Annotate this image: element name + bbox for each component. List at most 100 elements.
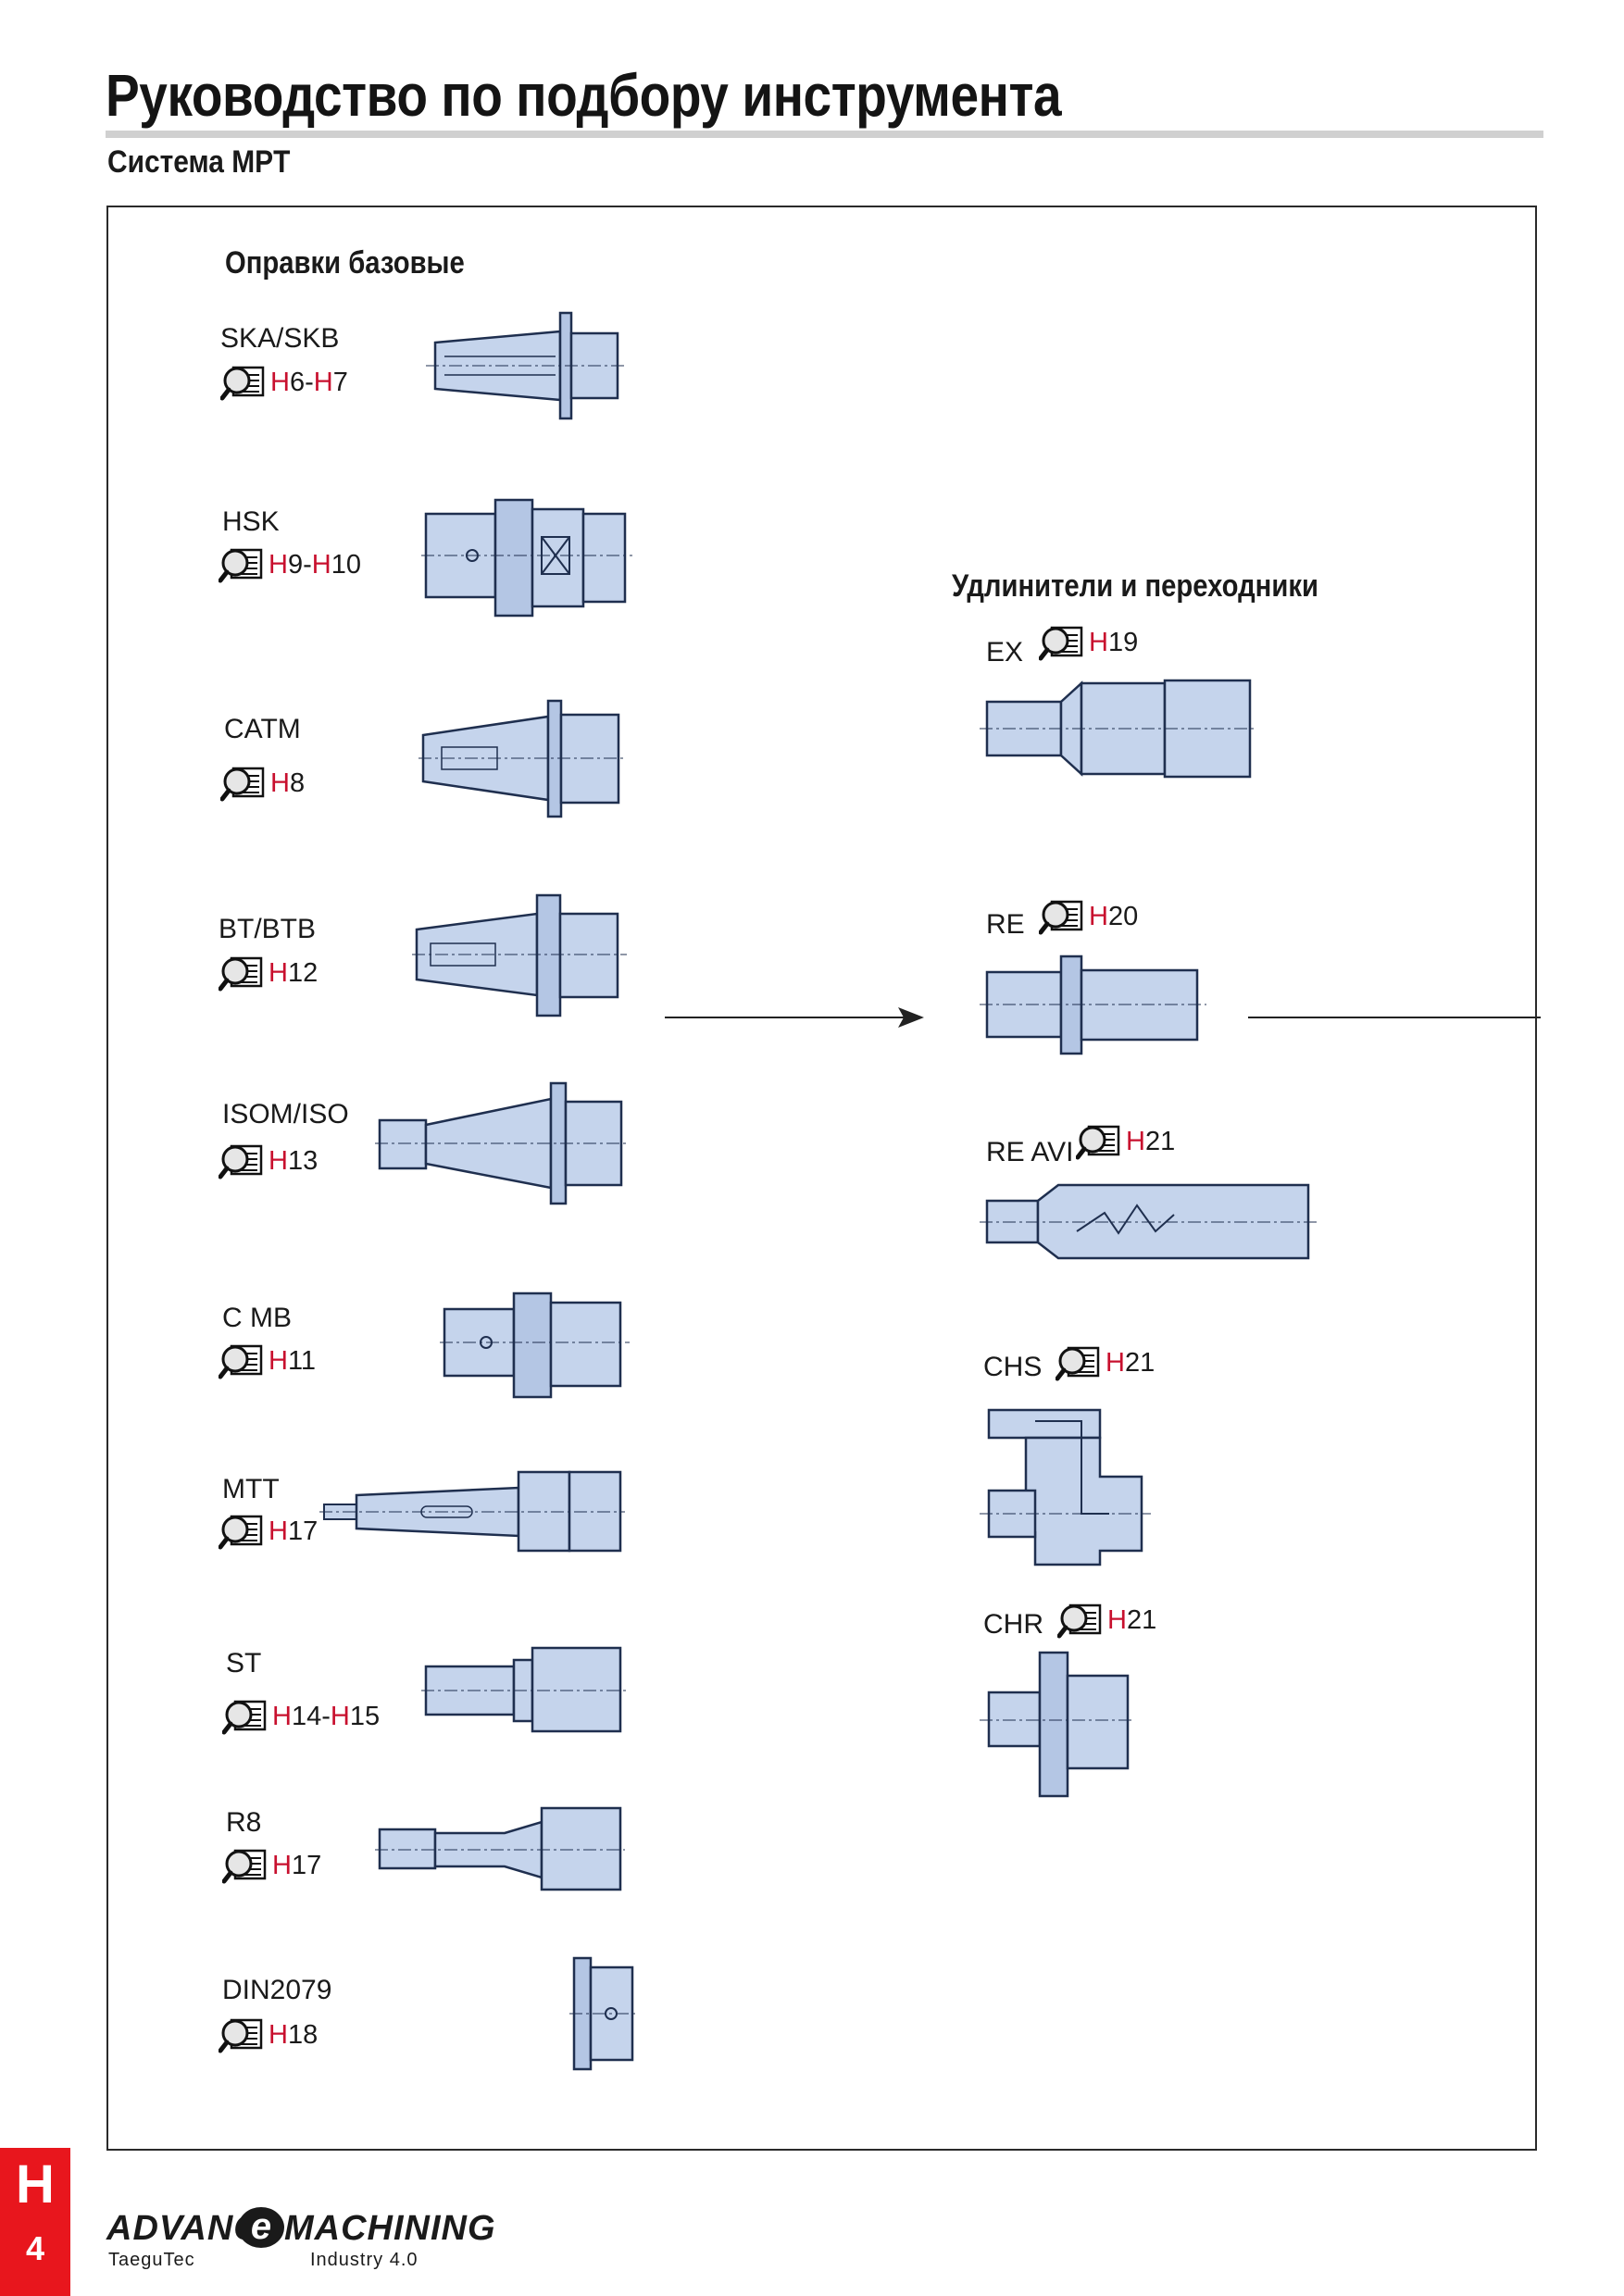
ref-separator: -: [303, 549, 312, 580]
brand-word-1: ADVANC: [106, 2209, 260, 2248]
catalog-ref-ex[interactable]: H19: [1039, 624, 1138, 661]
section-letter: H: [16, 2154, 55, 2215]
magnifier-catalog-icon: [1039, 898, 1085, 935]
catalog-ref-hsk[interactable]: H9-H10: [219, 546, 361, 583]
ref-letter: H: [330, 1701, 350, 1731]
item-name-catm: CATM: [224, 714, 301, 744]
catalog-ref-mtt[interactable]: H17: [219, 1513, 318, 1550]
ref-page: 21: [1144, 1126, 1176, 1156]
item-name-chs: CHS: [983, 1352, 1043, 1382]
ref-page: 7: [332, 367, 348, 397]
tool-c-mb-drawing: [440, 1292, 630, 1399]
ref-page: 17: [287, 1516, 319, 1546]
ref-letter: H: [269, 1516, 288, 1546]
tool-re-drawing: [980, 955, 1206, 1055]
catalog-ref-ska-skb[interactable]: H6-H7: [220, 364, 348, 401]
item-name-din2079: DIN2079: [222, 1975, 332, 2005]
tool-ska-skb-drawing: [426, 311, 625, 420]
magnifier-catalog-icon: [219, 1513, 265, 1550]
magnifier-catalog-icon: [219, 955, 265, 992]
item-name-hsk: HSK: [222, 506, 280, 537]
tool-chs-drawing: [980, 1408, 1151, 1566]
ref-page: 12: [287, 957, 319, 988]
magnifier-catalog-icon: [219, 1142, 265, 1179]
item-name-bt-btb: BT/BTB: [219, 914, 317, 944]
ref-page: 15: [349, 1701, 381, 1731]
tool-st-drawing: [421, 1646, 627, 1733]
magnifier-catalog-icon: [1057, 1602, 1104, 1639]
magnifier-catalog-icon: [219, 546, 265, 583]
magnifier-catalog-icon: [222, 1847, 269, 1884]
ref-page: 21: [1126, 1604, 1157, 1635]
ref-letter: H: [1089, 901, 1108, 931]
ref-letter: H: [272, 1701, 292, 1731]
ref-page: 11: [287, 1345, 317, 1376]
brand-word-2: MACHINING: [284, 2209, 496, 2248]
catalog-ref-chr[interactable]: H21: [1057, 1602, 1156, 1639]
tool-catm-drawing: [418, 699, 627, 818]
item-name-isom-iso: ISOM/ISO: [222, 1099, 349, 1129]
magnifier-catalog-icon: [1056, 1344, 1102, 1381]
ref-letter: H: [272, 1850, 292, 1880]
tool-chr-drawing: [980, 1651, 1135, 1798]
ref-page: 9: [287, 549, 304, 580]
tool-mtt-drawing: [319, 1470, 625, 1553]
tool-isom-iso-drawing: [375, 1081, 630, 1205]
ref-page: 20: [1107, 901, 1139, 931]
page-number: 4: [25, 2229, 45, 2267]
ref-page: 13: [287, 1145, 319, 1176]
catalog-ref-isom-iso[interactable]: H13: [219, 1142, 318, 1179]
catalog-ref-st[interactable]: H14-H15: [222, 1698, 380, 1735]
catalog-ref-catm[interactable]: H8: [220, 765, 305, 802]
ref-letter: H: [1106, 1347, 1125, 1378]
ref-letter: H: [269, 1345, 288, 1376]
catalog-ref-bt-btb[interactable]: H12: [219, 955, 318, 992]
brand-tagline: Industry 4.0: [310, 2250, 418, 2270]
tool-r8-drawing: [375, 1806, 625, 1891]
magnifier-catalog-icon: [1039, 624, 1085, 661]
item-name-ska-skb: SKA/SKB: [220, 323, 340, 354]
item-name-chr: CHR: [983, 1609, 1043, 1640]
ref-letter: H: [311, 549, 331, 580]
item-name-c-mb: C MB: [222, 1303, 292, 1333]
item-name-re: RE: [986, 909, 1025, 940]
ref-letter: H: [270, 767, 290, 798]
tool-bt-btb-drawing: [412, 893, 627, 1017]
page-subtitle: Система MPT: [107, 144, 291, 180]
tool-din2079-drawing: [569, 1956, 639, 2071]
brand-logo: ADVANC e MACHINING TaeguTec Industry 4.0: [106, 2207, 495, 2283]
item-name-re-avi: RE AVI: [986, 1137, 1074, 1167]
ref-page: 21: [1124, 1347, 1156, 1378]
section-tab: H 4: [0, 2148, 70, 2296]
ref-page: 8: [289, 767, 306, 798]
item-name-st: ST: [226, 1648, 262, 1678]
magnifier-catalog-icon: [219, 1342, 265, 1379]
selection-frame: [106, 206, 1537, 2151]
ref-letter: H: [270, 367, 290, 397]
catalog-ref-r8[interactable]: H17: [222, 1847, 321, 1884]
base-holders-heading: Оправки базовые: [225, 245, 465, 281]
item-name-ex: EX: [986, 637, 1024, 668]
catalog-ref-re[interactable]: H20: [1039, 898, 1138, 935]
ref-letter: H: [1107, 1604, 1127, 1635]
ref-page: 17: [291, 1850, 322, 1880]
item-name-mtt: MTT: [222, 1474, 280, 1504]
brand-e-circle: e: [238, 2207, 284, 2248]
catalog-ref-re-avi[interactable]: H21: [1076, 1123, 1175, 1160]
ref-page: 14: [291, 1701, 322, 1731]
ref-letter: H: [313, 367, 333, 397]
tool-re-avi-drawing: [980, 1183, 1318, 1260]
catalog-ref-din2079[interactable]: H18: [219, 2016, 318, 2053]
ref-letter: H: [269, 2019, 288, 2050]
flow-arrow-line: [665, 1017, 907, 1018]
magnifier-catalog-icon: [220, 364, 267, 401]
ref-separator: -: [321, 1701, 331, 1731]
ref-letter: H: [269, 1145, 288, 1176]
magnifier-catalog-icon: [220, 765, 267, 802]
ref-letter: H: [269, 549, 288, 580]
arrow-head-icon: [898, 1007, 924, 1028]
catalog-ref-c-mb[interactable]: H11: [219, 1342, 316, 1379]
catalog-ref-chs[interactable]: H21: [1056, 1344, 1155, 1381]
ref-letter: H: [269, 957, 288, 988]
page-title: Руководство по подбору инструмента: [106, 62, 1062, 129]
